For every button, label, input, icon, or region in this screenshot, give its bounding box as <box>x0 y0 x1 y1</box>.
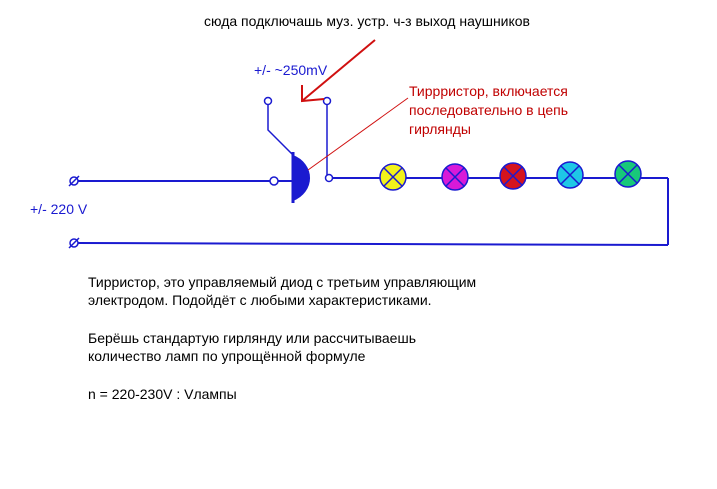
lamp <box>379 163 407 191</box>
bottom-wire <box>77 242 669 246</box>
formula-text: n = 220-230V : Vлампы <box>88 386 237 402</box>
description-line: Тирристор, это управляемый диод с третьи… <box>88 274 477 290</box>
lamp <box>441 163 469 191</box>
thyristor-note-line3: гирлянды <box>409 121 471 137</box>
lamp <box>556 161 584 189</box>
mains-terminal-bottom <box>68 237 80 249</box>
description-line: количество ламп по упрощённой формуле <box>88 348 366 364</box>
mains-voltage-label: +/- 220 V <box>30 201 88 217</box>
lamp <box>499 162 527 190</box>
signal-voltage-label: +/- ~250mV <box>254 62 328 78</box>
lamp-count-formula: n = 220-230V : Vлампы <box>88 385 237 403</box>
lamp <box>614 160 642 188</box>
input-arrow <box>301 39 376 103</box>
description-line: электродом. Подойдёт с любыми характерис… <box>88 292 432 308</box>
mains-terminal-top <box>68 175 80 187</box>
control-leads <box>263 96 332 176</box>
thyristor-note-line1: Тиррристор, включается <box>409 83 568 99</box>
thyristor-symbol <box>269 152 334 203</box>
thyristor-note-line2: последовательно в цепь <box>409 102 569 118</box>
thyristor-description: Тирристор, это управляемый диод с третьи… <box>88 273 476 309</box>
garland-description: Берёшь стандартую гирлянду или рассчитыв… <box>88 329 416 365</box>
description-line: Берёшь стандартую гирлянду или рассчитыв… <box>88 330 416 346</box>
thyristor-pointer-line <box>307 97 409 171</box>
headphone-note: сюда подключашь муз. устр. ч-з выход нау… <box>204 13 530 29</box>
